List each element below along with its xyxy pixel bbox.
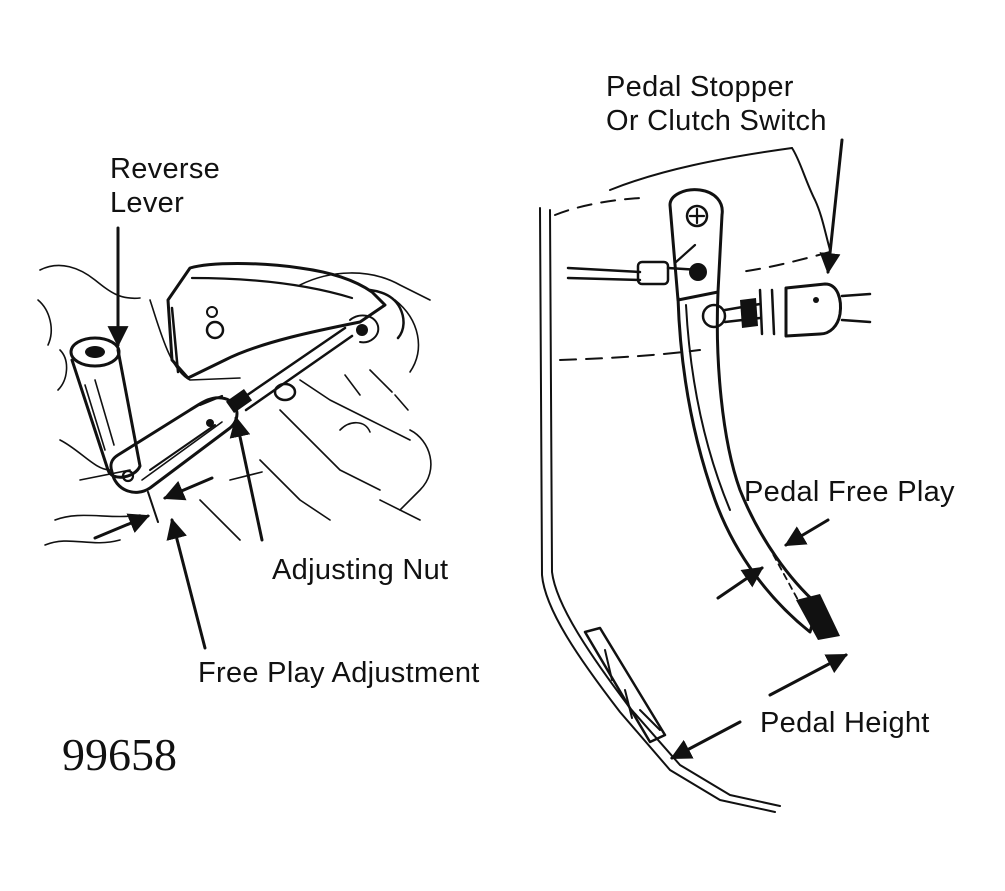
pedal-bracket — [668, 188, 724, 302]
transmission-linkage-illustration — [37, 226, 432, 650]
clutch-pedal-illustration — [539, 138, 872, 813]
clutch-switch — [701, 282, 872, 338]
pedal-height-label: Pedal Height — [760, 707, 930, 739]
pedal-height-arrow-lower — [670, 720, 742, 760]
floor-plate — [583, 626, 667, 744]
pedal-free-play-arrow-upper — [784, 518, 830, 547]
reverse-lever — [69, 336, 142, 479]
pedal-free-play-arrow-lower — [716, 566, 764, 600]
adjusting-nut-leader — [229, 415, 264, 542]
reverse-lever-label-line1: Reverse — [110, 153, 221, 185]
free-play-dimension-arrow-right — [163, 476, 214, 501]
pedal-stopper-label-line1: Pedal Stopper — [606, 71, 794, 103]
adjusting-nut-label: Adjusting Nut — [272, 554, 449, 586]
reverse-lever-label-line2: Lever — [110, 187, 185, 219]
pedal-stopper-leader — [819, 138, 844, 275]
free-play-adjustment-leader — [166, 517, 207, 650]
free-play-adjustment-label: Free Play Adjustment — [198, 657, 480, 689]
pedal-stopper-label-line2: Or Clutch Switch — [606, 105, 827, 137]
pedal-free-play-label: Pedal Free Play — [744, 476, 955, 508]
pedal-height-arrow-upper — [768, 653, 848, 697]
free-play-dimension-arrow-left — [93, 513, 150, 540]
pedal-free-play-extension — [767, 544, 799, 601]
free-play-gap-mark — [147, 491, 159, 523]
push-rod — [566, 243, 707, 286]
lever-arm — [109, 394, 239, 494]
shift-cable — [225, 314, 380, 414]
pedal-arm — [676, 290, 840, 640]
figure-number: 99658 — [62, 729, 177, 780]
mount-bolt — [273, 382, 297, 402]
shift-bracket — [166, 262, 405, 380]
